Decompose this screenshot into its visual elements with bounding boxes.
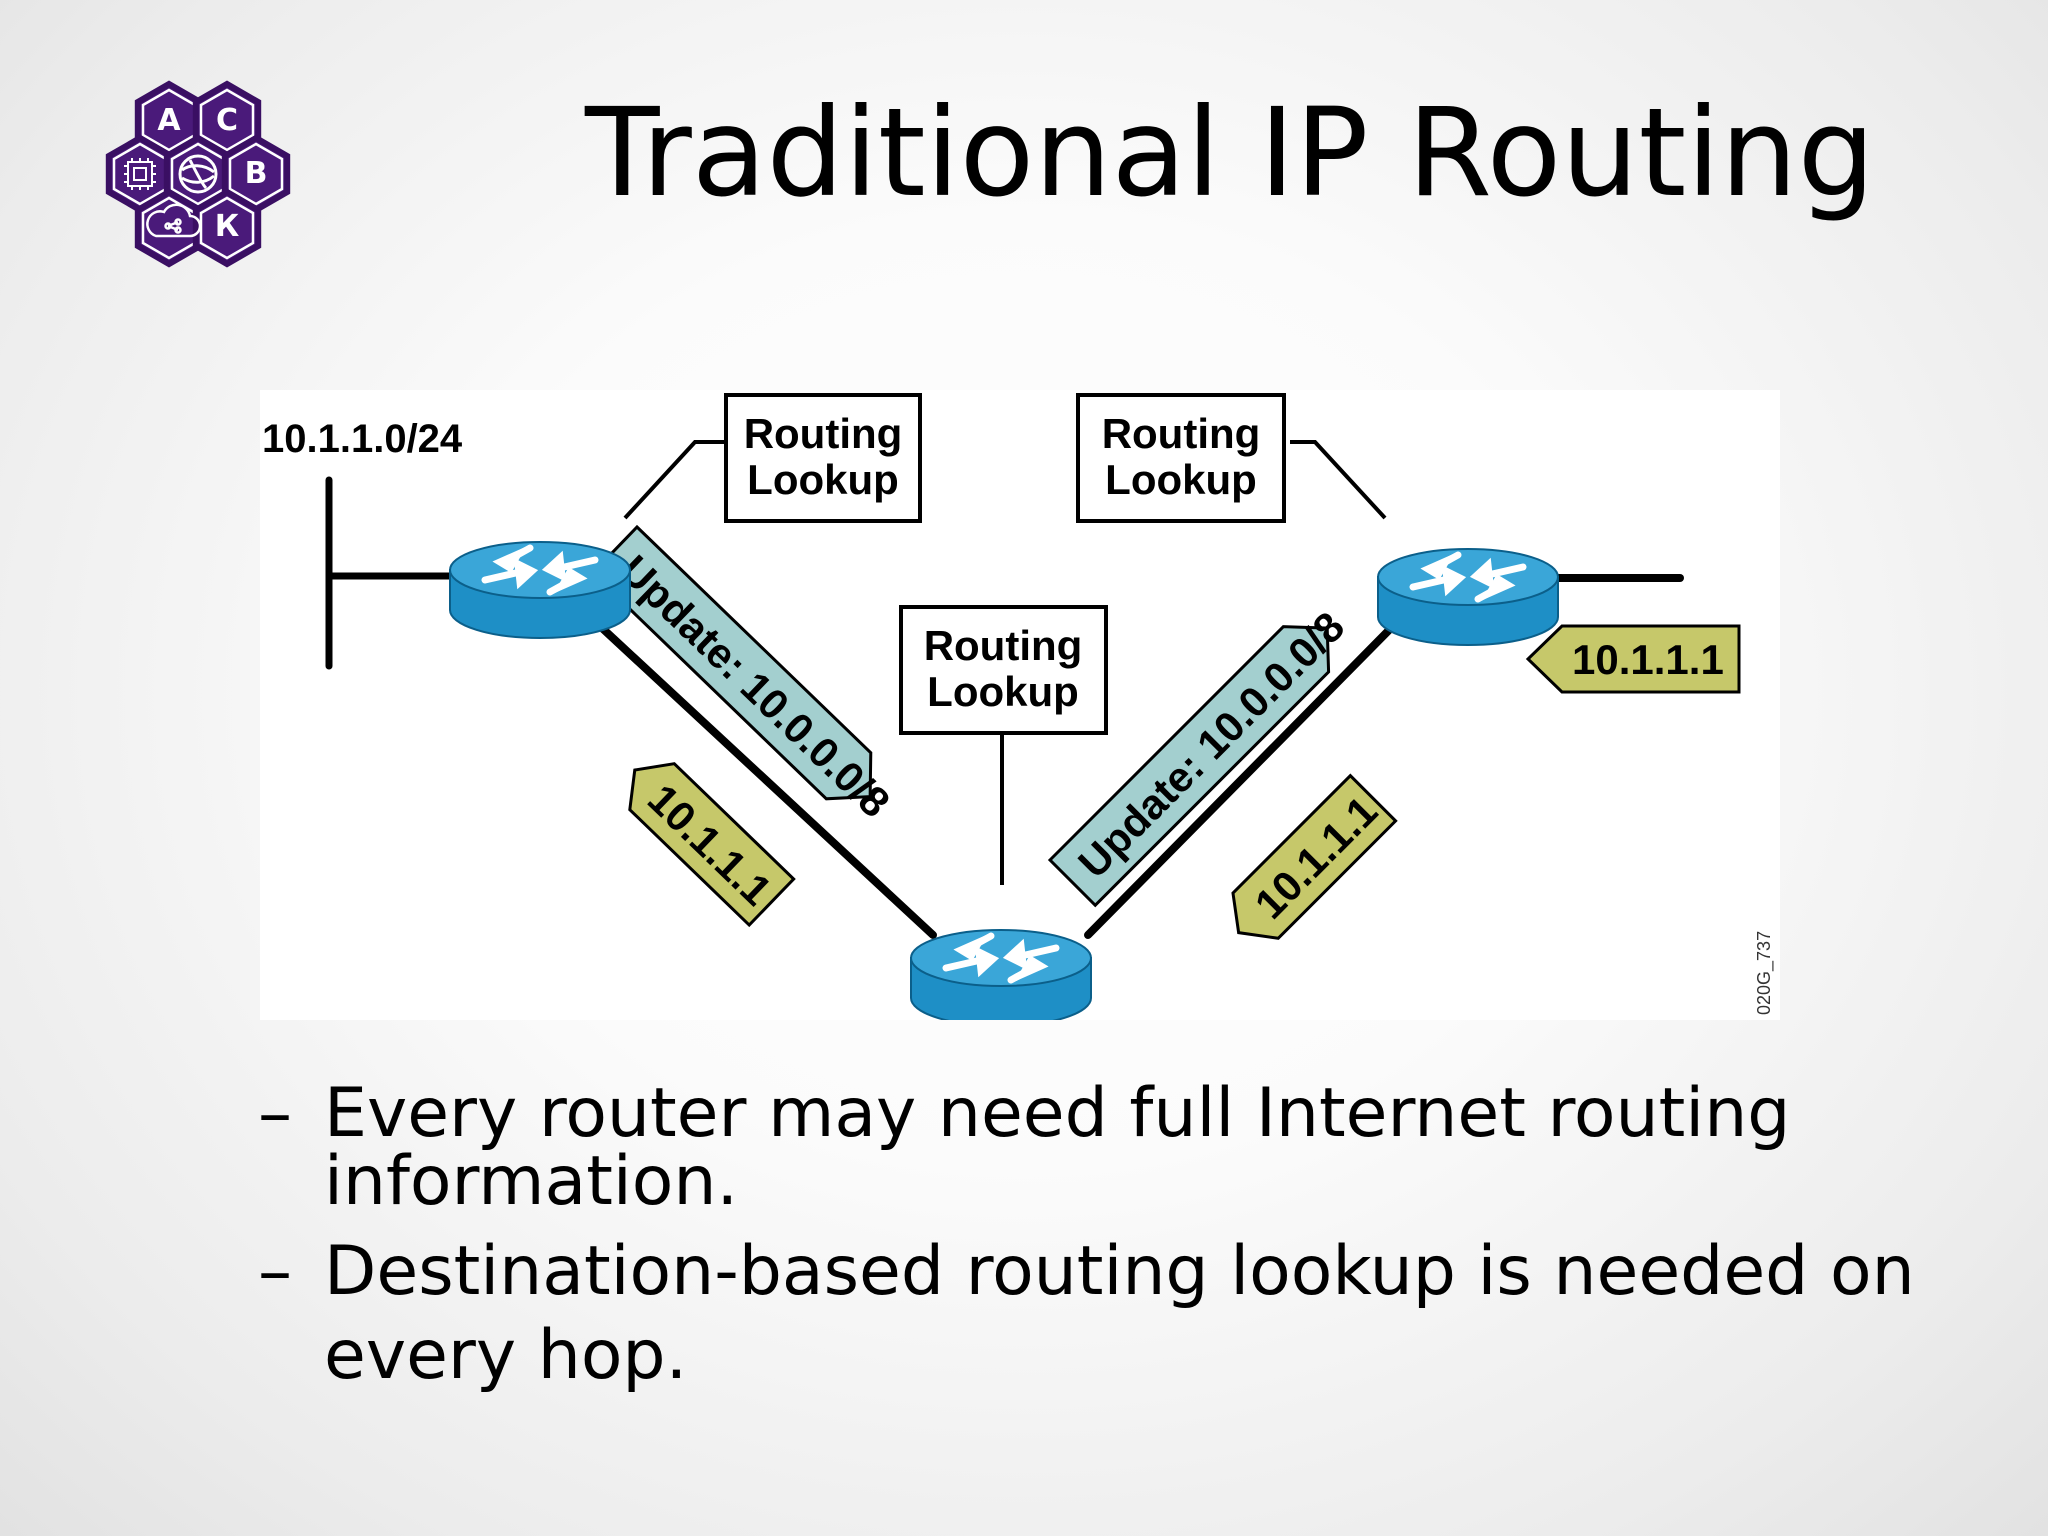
bullet-dash: – [258, 1074, 292, 1153]
routing-diagram: 10.1.1.0/24 Update: 10.0.0.0/8 Update: 1… [260, 390, 1780, 1020]
network-segment [325, 476, 454, 670]
bullet-item: – Destination-based routing lookup is ne… [258, 1230, 1998, 1398]
lookup-box-left-line1: Routing [744, 410, 903, 457]
callout-lines [623, 440, 1387, 885]
routing-lookup-box-middle: Routing Lookup [899, 605, 1108, 735]
logo-hexagon-outline [199, 196, 255, 260]
logo-letter-a: А [157, 103, 181, 138]
lookup-box-middle-line2: Lookup [927, 668, 1079, 715]
bullet-list: – Every router may need full Internet ro… [258, 1080, 1998, 1412]
bullet-dash: – [258, 1232, 292, 1311]
router-middle-icon [910, 929, 1092, 1020]
figure-code: 020G_737 [1754, 931, 1775, 1015]
bullet-item: – Every router may need full Internet ro… [258, 1080, 1998, 1216]
lookup-box-middle-line1: Routing [924, 622, 1083, 669]
lookup-box-left-line2: Lookup [747, 456, 899, 503]
swirl-icon [178, 154, 218, 194]
lookup-box-right-line2: Lookup [1105, 456, 1257, 503]
chip-icon [124, 158, 156, 190]
network-label: 10.1.1.0/24 [262, 417, 463, 461]
logo-letter-v: В [245, 156, 268, 191]
packet-label-right: 10.1.1.1 [1572, 636, 1724, 683]
logo-hexagon-outline [199, 88, 255, 152]
bullet-text: Every router may need full Internet rout… [324, 1074, 1791, 1221]
logo-hexagon-outline [228, 142, 284, 206]
router-links [584, 574, 1684, 939]
lookup-box-right-line1: Routing [1102, 410, 1261, 457]
packet-arrow-right: 10.1.1.1 [1525, 624, 1741, 694]
logo-letter-k: К [215, 209, 240, 244]
asvk-logo: А С В К [105, 80, 291, 268]
cloud-icon [146, 203, 202, 238]
logo-hexagon [192, 188, 262, 268]
router-left-icon [449, 541, 631, 639]
slide-title: Traditional IP Routing [585, 82, 1876, 224]
routing-lookup-box-left: Routing Lookup [724, 393, 922, 523]
router-right-icon [1377, 548, 1559, 646]
routing-lookup-box-right: Routing Lookup [1076, 393, 1286, 523]
bullet-text: Destination-based routing lookup is need… [324, 1232, 1915, 1395]
logo-letter-s: С [216, 103, 238, 138]
